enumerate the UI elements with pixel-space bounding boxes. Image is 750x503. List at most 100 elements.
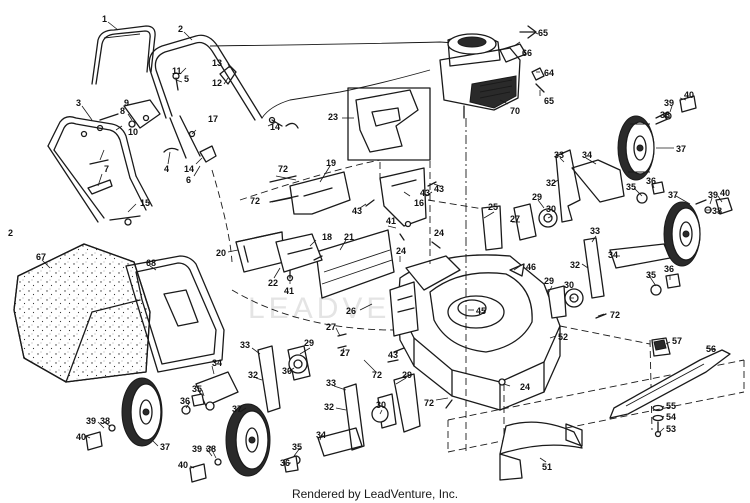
callout-51: 51 bbox=[542, 462, 552, 472]
callout-24-c: 24 bbox=[520, 382, 530, 392]
callout-labels: 2 1 2 3 4 5 6 7 8 9 10 11 12 13 14 14 15… bbox=[8, 14, 730, 472]
callout-32-d: 32 bbox=[324, 402, 334, 412]
callout-32-a: 32 bbox=[546, 178, 556, 188]
callout-41-b: 41 bbox=[284, 286, 294, 296]
callout-66: 66 bbox=[522, 48, 532, 58]
callout-3: 3 bbox=[76, 98, 81, 108]
handle-upper-part-1 bbox=[91, 25, 156, 85]
callout-1: 1 bbox=[102, 14, 107, 24]
callout-30-c: 30 bbox=[282, 366, 292, 376]
callout-27-b: 27 bbox=[326, 322, 336, 332]
callout-20: 20 bbox=[216, 248, 226, 258]
callout-39-a: 39 bbox=[664, 98, 674, 108]
callout-43-a: 43 bbox=[352, 206, 362, 216]
callout-72-e: 72 bbox=[610, 310, 620, 320]
callout-25: 25 bbox=[488, 202, 498, 212]
callout-5: 5 bbox=[184, 74, 189, 84]
callout-2: 2 bbox=[178, 24, 183, 34]
credit-text: Rendered by LeadVenture, Inc. bbox=[291, 487, 459, 501]
callout-39-c: 39 bbox=[86, 416, 96, 426]
rear-right-wheel-hardware bbox=[636, 95, 733, 215]
callout-19: 19 bbox=[326, 158, 336, 168]
callout-30-a: 30 bbox=[546, 204, 556, 214]
callout-45: 45 bbox=[476, 306, 486, 316]
callout-36-a: 36 bbox=[646, 176, 656, 186]
callout-16: 16 bbox=[414, 198, 424, 208]
callout-38-b: 38 bbox=[712, 206, 722, 216]
callout-22: 22 bbox=[268, 278, 278, 288]
callout-7: 7 bbox=[104, 164, 109, 174]
deflector-arm-part-22 bbox=[275, 233, 323, 273]
callout-38-c: 38 bbox=[100, 416, 110, 426]
callout-72-c: 72 bbox=[372, 370, 382, 380]
callout-9: 9 bbox=[124, 98, 129, 108]
control-bracket-part-16 bbox=[379, 167, 427, 227]
callout-11: 11 bbox=[172, 66, 182, 76]
assembly-guide-lines bbox=[211, 118, 745, 455]
handle-hardware bbox=[80, 65, 299, 226]
callout-54: 54 bbox=[666, 412, 676, 422]
rear-left-wheel-hardware bbox=[85, 393, 205, 451]
hardware-46 bbox=[509, 263, 525, 277]
callout-29-a: 29 bbox=[532, 192, 542, 202]
bracket-assembly-part-23 bbox=[347, 87, 431, 161]
callout-8: 8 bbox=[120, 106, 125, 116]
rear-right-lower-wheel-part-37 bbox=[663, 201, 701, 267]
callout-46: 46 bbox=[526, 262, 536, 272]
front-left-height-adjuster bbox=[317, 373, 421, 457]
callout-57: 57 bbox=[672, 336, 682, 346]
blade-hardware bbox=[652, 404, 664, 438]
callout-14-lower: 14 bbox=[184, 164, 194, 174]
callout-29-b: 29 bbox=[544, 276, 554, 286]
callout-72-d: 72 bbox=[424, 398, 434, 408]
callout-37-c: 37 bbox=[160, 442, 170, 452]
callout-40-a: 40 bbox=[684, 90, 694, 100]
callout-64: 64 bbox=[544, 68, 554, 78]
callout-29-d: 29 bbox=[402, 370, 412, 380]
mower-deck bbox=[389, 254, 561, 411]
callout-33-c: 33 bbox=[240, 340, 250, 350]
callout-43-c: 43 bbox=[434, 184, 444, 194]
callout-72-b: 72 bbox=[250, 196, 260, 206]
rear-right-height-adjuster bbox=[481, 149, 625, 251]
callout-12: 12 bbox=[212, 78, 222, 88]
callout-40-c: 40 bbox=[76, 432, 86, 442]
callout-37-d: 37 bbox=[232, 404, 242, 414]
skirt-part-51 bbox=[499, 421, 583, 481]
front-left-wheel-hardware bbox=[189, 455, 301, 483]
callout-70: 70 bbox=[510, 106, 520, 116]
callout-30-b: 30 bbox=[564, 280, 574, 290]
callout-36-d: 36 bbox=[280, 458, 290, 468]
callout-15: 15 bbox=[140, 198, 150, 208]
callout-68: 68 bbox=[146, 258, 156, 268]
cable-bracket-part-20 bbox=[235, 231, 285, 273]
callout-65-lower: 65 bbox=[544, 96, 554, 106]
callout-65-upper: 65 bbox=[538, 28, 548, 38]
callout-24-b: 24 bbox=[434, 228, 444, 238]
callout-34-c: 34 bbox=[212, 358, 222, 368]
callout-32-b: 32 bbox=[570, 260, 580, 270]
callout-29-c: 29 bbox=[304, 338, 314, 348]
callout-37-a: 37 bbox=[676, 144, 686, 154]
blade-adapter-part-57 bbox=[651, 337, 671, 357]
callout-41-a: 41 bbox=[386, 216, 396, 226]
callout-leader-lines bbox=[41, 21, 723, 469]
callout-34-b: 34 bbox=[608, 250, 618, 260]
callout-39-d: 39 bbox=[192, 444, 202, 454]
front-left-wheel-part-37 bbox=[225, 403, 271, 477]
callout-24-a: 24 bbox=[396, 246, 406, 256]
callout-27-c: 27 bbox=[340, 348, 350, 358]
callout-10: 10 bbox=[128, 127, 138, 137]
callout-37-b: 37 bbox=[668, 190, 678, 200]
callout-55: 55 bbox=[666, 401, 676, 411]
grass-bag-part-67 bbox=[13, 243, 151, 383]
callout-14-upper: 14 bbox=[270, 122, 280, 132]
handle-lower-part-3 bbox=[47, 116, 153, 223]
page-marker: 2 bbox=[8, 228, 13, 238]
callout-43-b: 43 bbox=[420, 188, 430, 198]
callout-17: 17 bbox=[208, 114, 218, 124]
callout-39-b: 39 bbox=[708, 190, 718, 200]
callout-30-d: 30 bbox=[376, 400, 386, 410]
callout-13: 13 bbox=[212, 58, 222, 68]
misc-fasteners bbox=[286, 181, 607, 409]
